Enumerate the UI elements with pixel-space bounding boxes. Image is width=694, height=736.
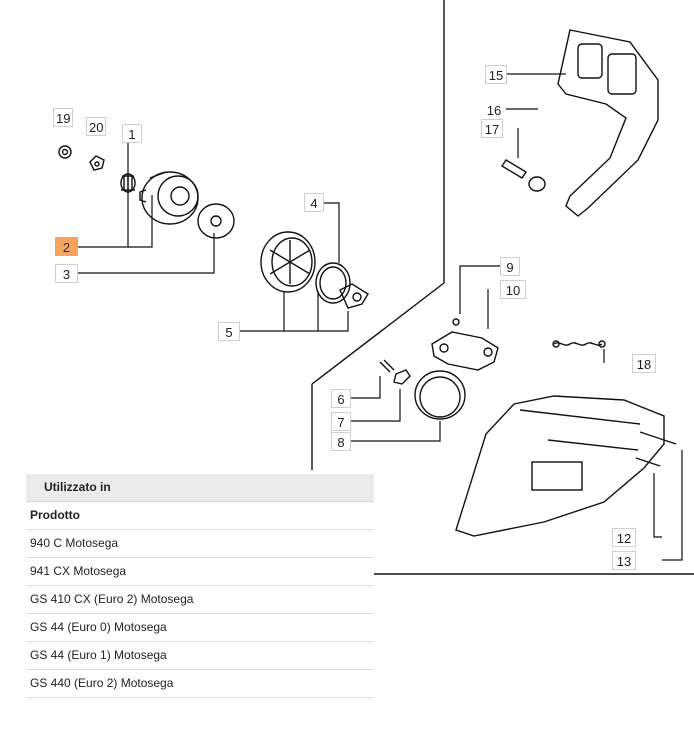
callout-20[interactable]: 20 (86, 117, 107, 136)
callout-2-highlighted[interactable]: 2 (55, 237, 78, 256)
product-row[interactable]: 941 CX Motosega (26, 558, 374, 586)
part-tension-spring (552, 340, 606, 348)
leader-lines (76, 73, 683, 561)
part-brake-band (414, 370, 466, 420)
part-screw (379, 359, 411, 385)
used-in-table: Utilizzato in Prodotto 940 C Motosega 94… (26, 474, 374, 698)
callout-4[interactable]: 4 (304, 193, 324, 212)
part-hub (339, 283, 369, 309)
callout-15[interactable]: 15 (485, 65, 507, 84)
part-sprocket-cover (455, 395, 677, 537)
callout-18[interactable]: 18 (632, 354, 656, 373)
product-row[interactable]: GS 44 (Euro 0) Motosega (26, 614, 374, 642)
part-bushing (528, 176, 546, 192)
callout-17[interactable]: 17 (481, 119, 503, 138)
callout-3[interactable]: 3 (55, 264, 78, 283)
callout-1[interactable]: 1 (122, 124, 142, 143)
part-pin (501, 159, 527, 179)
product-row[interactable]: GS 44 (Euro 1) Motosega (26, 642, 374, 670)
callout-5[interactable]: 5 (218, 322, 240, 341)
part-brake-lever (431, 318, 499, 371)
divider-line (311, 282, 445, 385)
callout-6[interactable]: 6 (331, 389, 351, 408)
product-row[interactable]: 940 C Motosega (26, 530, 374, 558)
callout-16[interactable]: 16 (486, 103, 502, 118)
callout-19[interactable]: 19 (53, 108, 74, 127)
part-spring (315, 262, 351, 304)
product-row[interactable]: GS 440 (Euro 2) Motosega (26, 670, 374, 698)
part-clip (89, 155, 105, 171)
callout-8[interactable]: 8 (331, 432, 351, 451)
product-row[interactable]: GS 410 CX (Euro 2) Motosega (26, 586, 374, 614)
callout-12[interactable]: 12 (612, 528, 636, 547)
callout-7[interactable]: 7 (331, 412, 351, 431)
part-handle-guard (557, 29, 659, 217)
part-washer (58, 145, 72, 159)
callout-13[interactable]: 13 (612, 551, 636, 570)
callout-9[interactable]: 9 (500, 257, 520, 276)
part-disc (197, 203, 235, 239)
part-clutch-drum (139, 171, 199, 225)
part-clutch (260, 231, 316, 293)
used-in-title: Utilizzato in (26, 474, 374, 502)
column-header-product: Prodotto (26, 502, 374, 530)
callout-10[interactable]: 10 (500, 280, 526, 299)
